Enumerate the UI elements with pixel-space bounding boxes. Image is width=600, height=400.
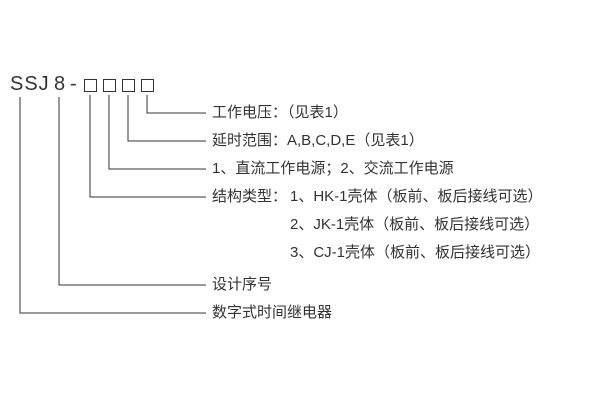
callout-line-design-serial [58, 97, 206, 286]
model-design-number-text: 8 [54, 73, 67, 95]
model-digit-box-1 [84, 79, 97, 92]
label-structure-option-2: 2、JK-1壳体（板前、板后接线可选） [290, 216, 540, 233]
callout-line-power-source [108, 95, 206, 170]
label-working-voltage: 工作电压：（见表1） [212, 104, 348, 121]
label-delay-range: 延时范围：A,B,C,D,E（见表1） [212, 132, 424, 149]
label-power-source: 1、直流工作电源；2、交流工作电源 [212, 160, 454, 177]
model-digit-box-4 [141, 79, 154, 92]
model-series-text: SSJ [10, 73, 50, 95]
model-digit-box-3 [122, 79, 135, 92]
model-digit-box-2 [103, 79, 116, 92]
callout-line-structure-type [89, 95, 206, 198]
model-separator-text: - [70, 73, 78, 95]
label-structure-option-3: 3、CJ-1壳体（板前、板后接线可选） [290, 244, 541, 261]
callout-line-working-voltage [146, 95, 206, 114]
label-structure-option-1: 1、HK-1壳体（板前、板后接线可选） [290, 188, 543, 205]
label-design-serial: 设计序号 [212, 276, 273, 293]
label-structure-type: 结构类型： [212, 188, 288, 205]
label-product-name: 数字式时间继电器 [212, 304, 333, 321]
callout-line-product-name [19, 97, 206, 314]
callout-line-delay-range [127, 95, 206, 142]
